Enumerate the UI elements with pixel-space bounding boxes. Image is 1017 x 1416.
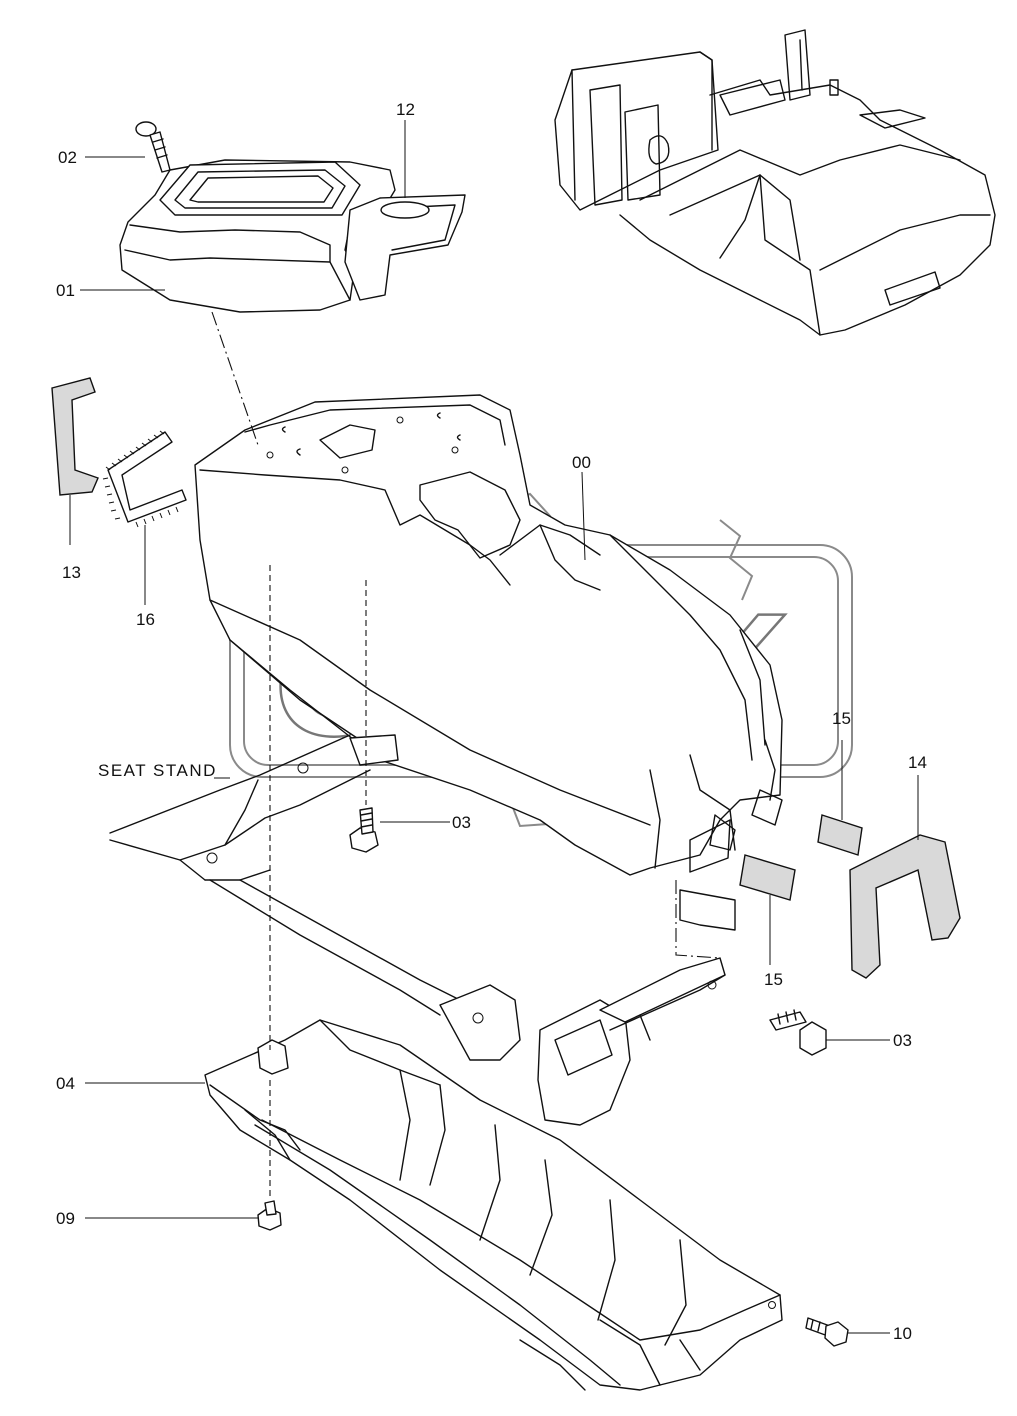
callout-03-upper: 03 — [452, 813, 471, 832]
callout-13: 13 — [62, 563, 81, 582]
callout-01: 01 — [56, 281, 75, 300]
part-15-pad-upper — [817, 814, 863, 856]
leader-lines — [69, 120, 919, 1334]
callout-04: 04 — [56, 1074, 75, 1093]
seat-stand-frame — [109, 734, 736, 1126]
part-10-bolt — [805, 1317, 849, 1347]
part-13-foam-pad — [51, 377, 99, 496]
part-03-bolt-upper — [349, 807, 379, 853]
part-00-console — [194, 394, 783, 876]
callout-12: 12 — [396, 100, 415, 119]
part-01-top-cover — [119, 159, 466, 313]
part-02-bolt — [135, 121, 171, 173]
excavator-thumbnail — [554, 29, 996, 336]
callout-15-lower: 15 — [764, 970, 783, 989]
part-09-bolt — [257, 1200, 282, 1231]
seat-stand-label: SEAT STAND — [98, 761, 217, 780]
part-04-lower-tray — [204, 1019, 783, 1391]
part-16-edge-trim — [102, 430, 187, 528]
callout-10: 10 — [893, 1324, 912, 1343]
callout-16: 16 — [136, 610, 155, 629]
callout-14: 14 — [908, 753, 927, 772]
part-03-bolt-lower — [769, 1009, 827, 1056]
callout-labels: 02 12 01 13 16 00 15 14 15 03 03 04 09 1… — [56, 100, 927, 1343]
callout-00: 00 — [572, 453, 591, 472]
part-14-u-foam — [849, 834, 961, 979]
callout-03-lower: 03 — [893, 1031, 912, 1050]
part-15-pad-lower — [739, 854, 796, 901]
callout-02: 02 — [58, 148, 77, 167]
assembly-lines — [211, 311, 721, 1200]
callout-15-upper: 15 — [832, 709, 851, 728]
callout-09: 09 — [56, 1209, 75, 1228]
